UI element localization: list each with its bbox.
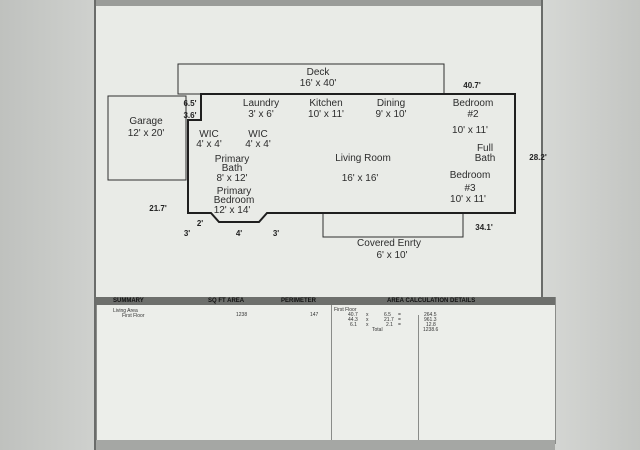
kitchen-size: 10' x 11' [308,109,344,120]
living-area-label: Living Area [113,308,138,314]
wic2-label: WIC [248,129,268,140]
summary-footer-bar [96,440,555,450]
primary-bedroom-label-2: Bedroom [213,195,255,206]
calc-a-2: 44.3 [348,317,358,323]
wic1-size: 4' x 4' [196,139,222,150]
covered-entry-size: 6' x 10' [376,250,408,261]
laundry-size: 3' x 6' [248,109,274,120]
dining-size: 9' x 10' [375,109,407,120]
calc-eq-2: = [398,317,401,323]
calc-r-3: 12.8 [426,322,436,328]
area-calc-header: AREA CALCULATION DETAILS [387,298,476,304]
calc-b-3: 2.1 [386,322,393,328]
calc-op-1: x [366,312,369,318]
background-left [0,0,96,450]
dimension-2: 2' [196,219,204,228]
covered-entry-outline [322,212,464,238]
perimeter-header: PERIMETER [281,298,317,304]
perimeter-value: 147 [310,312,319,318]
summary-table [96,297,556,444]
dining-label: Dining [376,98,406,109]
dimension-40-7: 40.7' [463,81,481,90]
calc-a-1: 40.7 [348,312,358,318]
primary-bath-size: 8' x 12' [216,173,248,184]
dimension-3-6: 3.6' [183,111,197,120]
calc-title: First Floor [334,307,357,313]
deck-size: 16' x 40' [299,78,337,89]
summary-header: SUMMARY [113,298,144,304]
living-room-size: 16' x 16' [341,173,379,184]
full-bath-label-2: Bath [474,153,496,164]
calc-eq-3: = [398,322,401,328]
garage-size: 12' x 20' [127,128,165,139]
sheet-right-border [541,0,543,450]
first-floor-label: First Floor [122,313,145,319]
deck-label: Deck [306,67,330,78]
sq-ft-area-header: SQ FT AREA [208,298,245,304]
summary-divider [331,305,332,440]
kitchen-label: Kitchen [309,98,343,109]
primary-bath-label-2: Bath [221,163,243,174]
calc-total-label: Total [372,327,383,333]
bedroom2-size: 10' x 11' [452,125,488,136]
calc-divider [418,315,419,440]
wic1-label: WIC [199,129,219,140]
house-outline [187,93,516,223]
calc-a-3: 6.1 [350,322,357,328]
sheet-top-edge [96,0,542,6]
dimension-28-2: 28.2' [529,153,547,162]
dimension-3-left: 3' [183,229,191,238]
full-bath-label-1: Full [476,143,494,154]
summary-header-bar [96,297,555,305]
garage-label: Garage [129,116,163,127]
calc-b-1: 6.5 [384,312,391,318]
calc-total-value: 1238.6 [423,327,439,333]
sheet-left-border [94,0,96,450]
primary-bedroom-size: 12' x 14' [213,205,251,216]
bedroom3-size: 10' x 11' [450,194,486,205]
covered-entry-label: Covered Enrty [357,238,421,249]
area-value: 1238 [236,312,248,318]
calc-op-2: x [366,317,369,323]
calc-op-3: x [366,322,369,328]
bedroom2-label: Bedroom [452,98,494,109]
primary-bath-label-1: Primary [214,154,250,165]
calc-b-2: 21.7 [384,317,394,323]
background-right [542,0,640,450]
dimension-6-5: 6.5' [183,99,197,108]
dimension-21-7: 21.7' [149,204,167,213]
calc-r-2: 961.3 [424,317,437,323]
calc-eq-1: = [398,312,401,318]
garage-outline [107,95,187,181]
dimension-4: 4' [235,229,243,238]
living-room-label: Living Room [335,153,391,164]
bedroom3-label: Bedroom [449,170,491,181]
dimension-34-1: 34.1' [475,223,493,232]
dimension-3-right: 3' [272,229,280,238]
bedroom2-number: #2 [467,109,479,120]
primary-bedroom-label-1: Primary [216,186,252,197]
laundry-label: Laundry [242,98,280,109]
bedroom3-number: #3 [464,183,476,194]
floor-plan-drawing [107,63,516,238]
wic2-size: 4' x 4' [245,139,271,150]
calc-r-1: 264.5 [424,312,437,318]
